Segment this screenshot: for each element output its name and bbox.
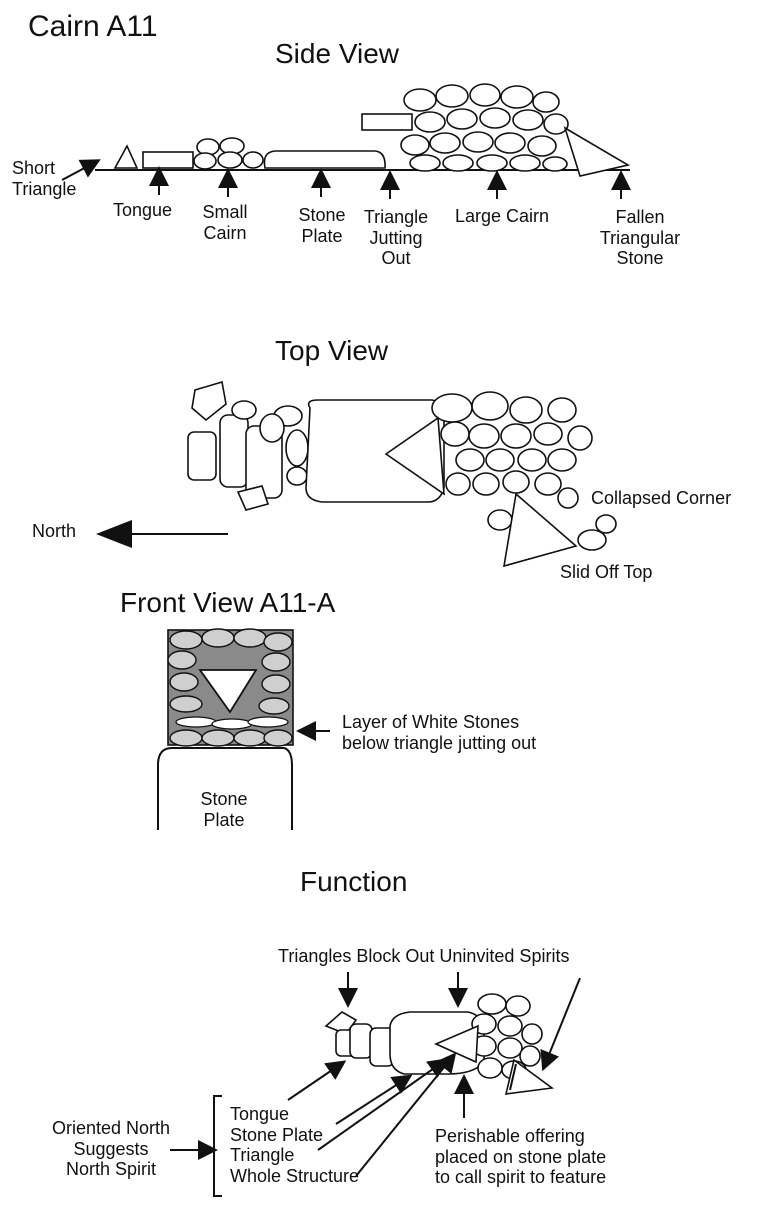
- label-short-triangle: Short Triangle: [12, 158, 77, 199]
- top-view-heading: Top View: [275, 335, 389, 366]
- top-view-drawing: [96, 380, 617, 568]
- front-view-drawing: [157, 628, 330, 830]
- label-tongue: Tongue: [113, 200, 173, 220]
- diagram-title: Cairn A11: [28, 10, 158, 43]
- label-small-cairn: Small Cairn: [202, 202, 248, 243]
- label-oriented-north: Oriented North Suggests North Spirit: [51, 1118, 171, 1180]
- top-cairn-stones: [431, 391, 617, 551]
- function-heading: Function: [300, 866, 408, 897]
- label-white-stones: Layer of White Stones below triangle jut…: [342, 712, 537, 753]
- label-collapsed-corner: Collapsed Corner: [591, 488, 732, 508]
- side-view-heading: Side View: [275, 38, 400, 69]
- slid-triangle-shape: [503, 492, 578, 568]
- large-cairn-stones: [400, 83, 569, 172]
- label-slid-off-top: Slid Off Top: [560, 562, 653, 582]
- label-triangle-jutting-out: Triangle Jutting Out: [363, 207, 429, 269]
- fallen-triangle-shape: [563, 126, 631, 177]
- label-fallen-triangular-stone: Fallen Triangular Stone: [599, 207, 681, 269]
- short-triangle-shape: [113, 144, 139, 169]
- label-bracket-list: Tongue Stone Plate Triangle Whole Struct…: [230, 1104, 360, 1187]
- label-north: North: [32, 521, 77, 541]
- label-front-stone-plate: Stone Plate: [200, 789, 248, 830]
- function-drawing: [170, 972, 581, 1197]
- label-stone-plate: Stone Plate: [298, 205, 346, 246]
- side-view-drawing: [61, 83, 631, 199]
- north-arrow-icon: [96, 520, 132, 548]
- label-large-cairn: Large Cairn: [455, 206, 550, 226]
- front-view-heading: Front View A11-A: [120, 587, 336, 618]
- label-perishable-offering: Perishable offering placed on stone plat…: [435, 1126, 607, 1188]
- label-triangles-block: Triangles Block Out Uninvited Spirits: [278, 946, 570, 966]
